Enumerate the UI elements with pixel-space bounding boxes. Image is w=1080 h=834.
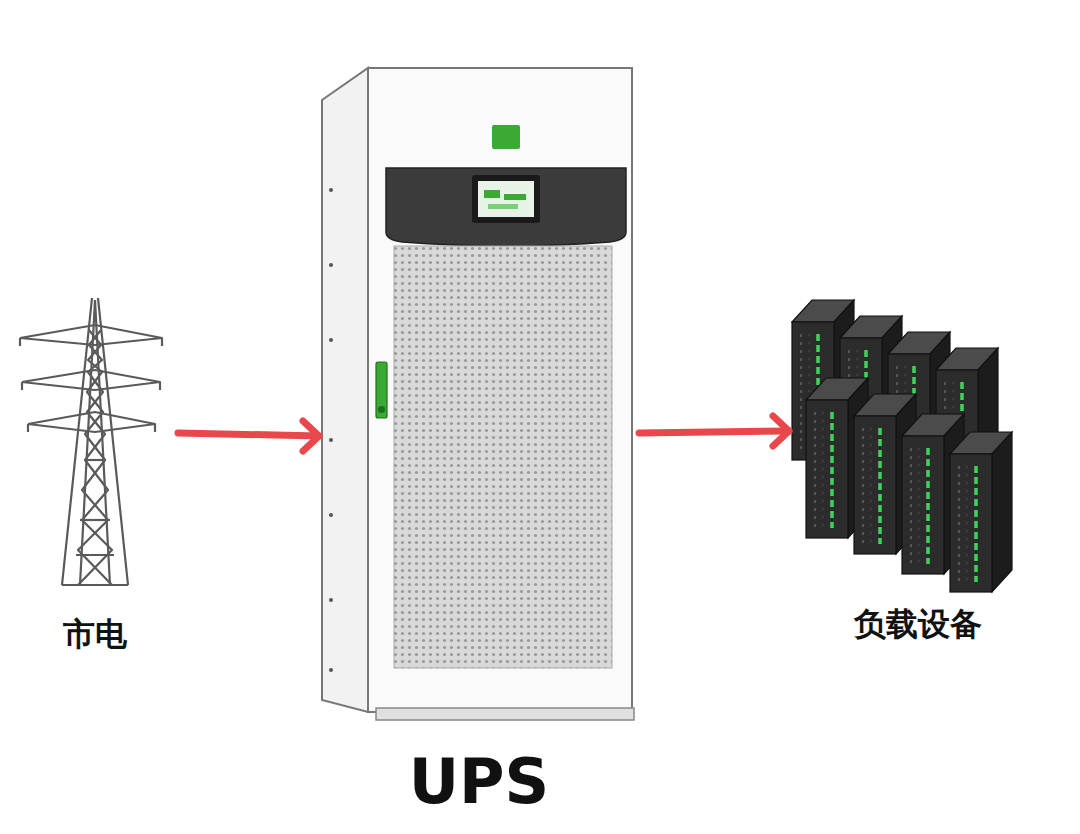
flow-arrow xyxy=(639,416,789,446)
node-label: UPS xyxy=(409,748,549,816)
node-label: 负载设备 xyxy=(854,607,982,642)
node-label: 市电 xyxy=(63,617,127,652)
server-racks xyxy=(792,300,1012,592)
flow-arrow xyxy=(178,421,319,451)
power-tower xyxy=(20,298,162,585)
power-grid-node: 市电 xyxy=(15,290,175,662)
ups-node: UPS xyxy=(322,60,636,820)
ups-cabinet xyxy=(322,68,634,720)
load-equipment-node: 负载设备 xyxy=(792,290,1044,648)
